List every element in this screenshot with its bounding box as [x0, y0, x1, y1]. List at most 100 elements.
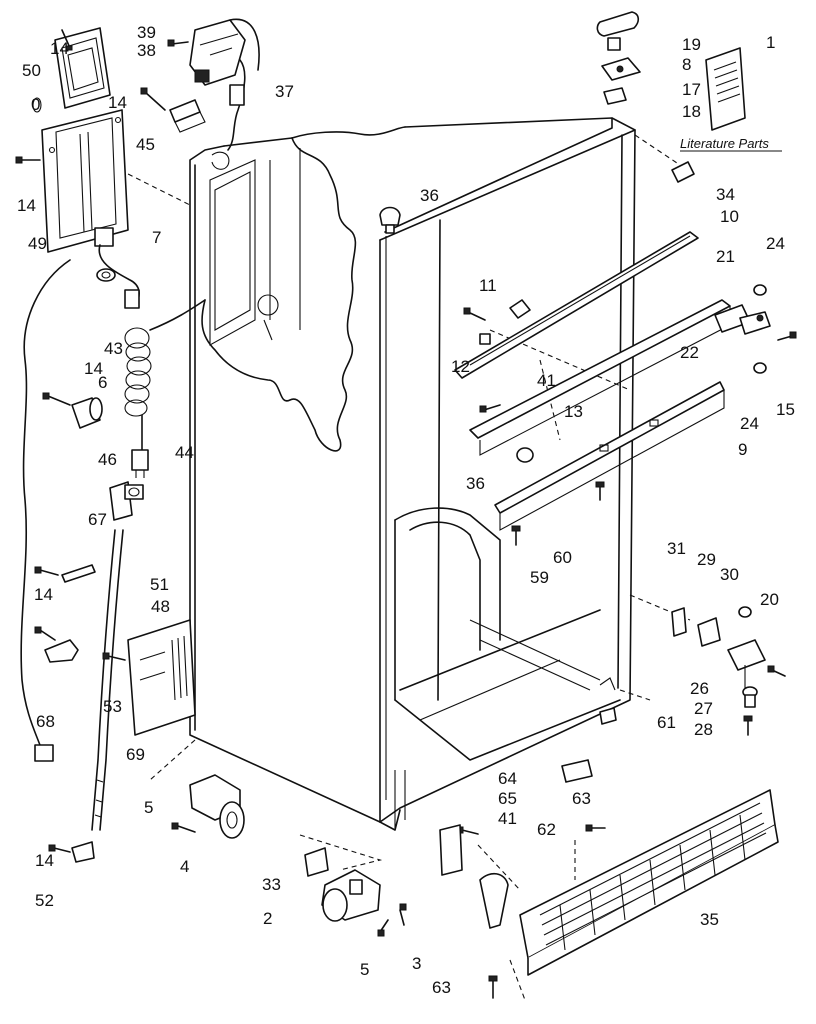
- light-shield-11: [509, 299, 531, 319]
- plug-34: [671, 161, 695, 183]
- part-label: 15: [776, 400, 795, 419]
- part-label: 24: [766, 234, 785, 253]
- part-label: 11: [479, 276, 497, 295]
- part-label: 41: [498, 809, 517, 828]
- part-label: 21: [716, 247, 735, 266]
- part-label: 29: [697, 550, 716, 569]
- part-label: 10: [720, 207, 739, 226]
- hinge-26: [727, 639, 766, 690]
- part-label: 18: [682, 102, 701, 121]
- caster-2: [321, 869, 381, 922]
- part-label: 36: [420, 186, 439, 205]
- screws: [15, 29, 797, 999]
- clip-68: [44, 639, 79, 663]
- drain-tube-51: [91, 529, 124, 831]
- plug-61: [599, 707, 617, 725]
- part-label: 7: [152, 228, 161, 247]
- part-label: 14: [84, 359, 103, 378]
- part-label: 46: [98, 450, 117, 469]
- part-label: 62: [537, 820, 556, 839]
- clip-67: [61, 564, 96, 583]
- literature-caption: Literature Parts: [680, 136, 769, 151]
- clamp-46: [109, 481, 144, 521]
- part-label: 33: [262, 875, 281, 894]
- leader-lines: [119, 134, 691, 1001]
- pin-27: [742, 686, 758, 708]
- power-cord-44: [124, 327, 152, 478]
- washer-24: [753, 284, 767, 374]
- part-label: 22: [680, 343, 699, 362]
- plug-36-mid: [516, 447, 534, 463]
- washer-30: [738, 606, 752, 618]
- part-label: 14: [108, 93, 127, 112]
- shim-31: [671, 607, 687, 637]
- grille-35: [519, 789, 779, 976]
- part-label: 14: [34, 585, 53, 604]
- part-label: 26: [690, 679, 709, 698]
- plug-connector: [34, 744, 54, 762]
- part-label: 45: [136, 135, 155, 154]
- part-label: 61: [657, 713, 676, 732]
- part-label: 43: [104, 339, 123, 358]
- part-label: 67: [88, 510, 107, 529]
- part-label: 50: [22, 61, 41, 80]
- part-label: 44: [175, 443, 194, 462]
- access-cover-48: [127, 619, 196, 736]
- part-label: 5: [360, 960, 369, 979]
- thermostat-7: [94, 227, 140, 309]
- part-label: 27: [694, 699, 713, 718]
- bracket-33: [304, 847, 329, 877]
- part-label: 4: [180, 857, 189, 876]
- hinge-17: [601, 57, 641, 81]
- part-label: 65: [498, 789, 517, 808]
- part-label: 5: [144, 798, 153, 817]
- plug-36-top: [379, 206, 401, 234]
- literature-1: [705, 47, 746, 131]
- part-label: 14: [35, 851, 54, 870]
- part-label: 20: [760, 590, 779, 609]
- part-label: 2: [263, 909, 272, 928]
- control-housing-49: [41, 109, 129, 253]
- part-label: 1: [766, 33, 775, 52]
- clip-52: [71, 841, 95, 863]
- part-label: 35: [700, 910, 719, 929]
- shim-18: [603, 87, 627, 105]
- part-label: 31: [667, 539, 686, 558]
- part-label: 51: [150, 575, 169, 594]
- bushing-8: [607, 37, 621, 51]
- part-label: 59: [530, 568, 549, 587]
- part-label: 64: [498, 769, 517, 788]
- cabinet: [189, 117, 636, 831]
- part-label: 63: [572, 789, 591, 808]
- part-label: 68: [36, 712, 55, 731]
- bracket-45: [169, 99, 206, 133]
- part-label: 28: [694, 720, 713, 739]
- part-label: 37: [275, 82, 294, 101]
- plate-29: [697, 617, 721, 647]
- rail-9: [494, 381, 725, 531]
- rail-10: [454, 231, 699, 379]
- part-label: 60: [553, 548, 572, 567]
- clip-64: [561, 759, 593, 783]
- caster-4: [189, 774, 245, 839]
- grommet-43: [96, 268, 116, 282]
- wire-harness-left: [20, 259, 206, 761]
- part-label: 24: [740, 414, 759, 433]
- part-label: 38: [137, 41, 156, 60]
- part-label: 49: [28, 234, 47, 253]
- part-label: 0: [31, 95, 40, 114]
- part-label: 53: [103, 697, 122, 716]
- bracket-62: [439, 824, 509, 929]
- socket-38: [189, 18, 260, 86]
- bulb-12: [479, 333, 491, 345]
- wire-harness-37: [227, 59, 246, 151]
- part-label: 63: [432, 978, 451, 997]
- part-label: 52: [35, 891, 54, 910]
- part-label: 8: [682, 55, 691, 74]
- part-label: 14: [17, 196, 36, 215]
- part-label: 39: [137, 23, 156, 42]
- part-label: 69: [126, 745, 145, 764]
- hinge-21-22: [714, 304, 771, 335]
